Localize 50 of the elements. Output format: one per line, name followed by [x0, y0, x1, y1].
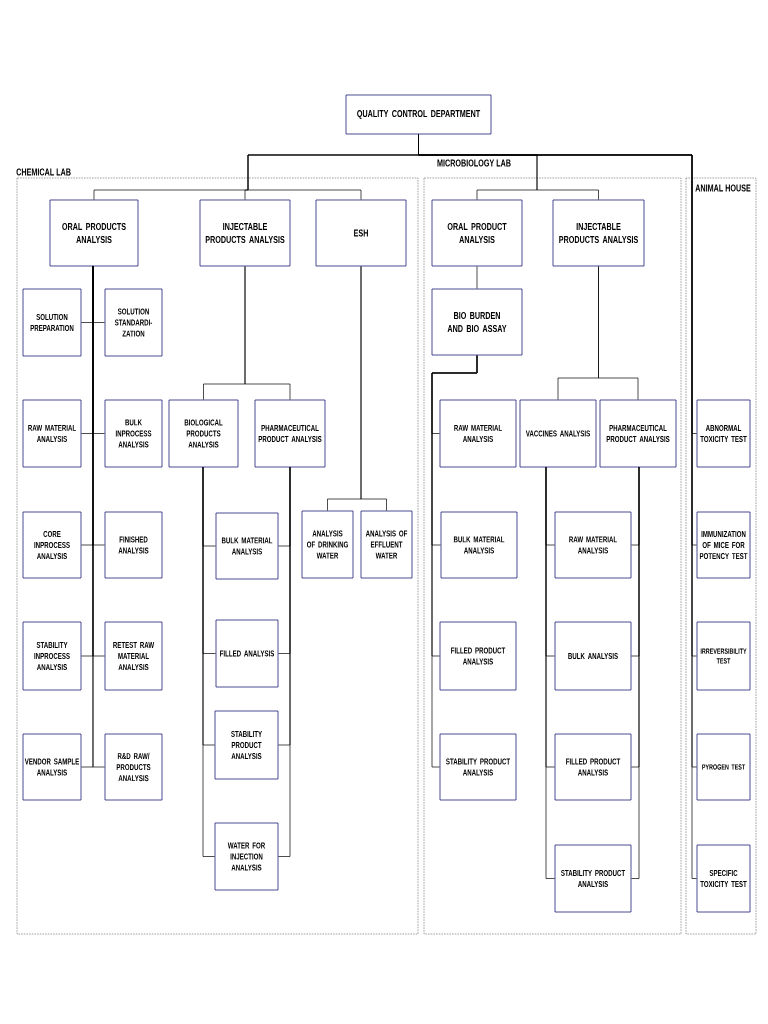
unit-box: WATER FOR INJECTION ANALYSIS	[214, 822, 279, 891]
unit-box: PHARMACEUTICAL PRODUCT ANALYSIS	[599, 399, 677, 468]
connector-line	[278, 466, 291, 857]
unit-box: ESH	[315, 199, 407, 267]
unit-box: BULK MATERIAL ANALYSIS	[215, 512, 279, 580]
connector-line	[545, 466, 555, 879]
unit-box: SPECIFIC TOXICITY TEST	[696, 844, 751, 913]
unit-box: RETEST RAW MATERIAL ANALYSIS	[104, 621, 163, 691]
unit-box: STABILITY PRODUCT ANALYSIS	[214, 710, 279, 780]
connector-line	[360, 266, 387, 511]
unit-box: SOLUTION PREPARATION	[22, 288, 82, 357]
connector-line	[244, 266, 291, 400]
unit-box: ORAL PRODUCTS ANALYSIS	[49, 199, 139, 267]
node-label: MICROBIOLOGY LAB	[437, 159, 511, 167]
unit-box: IMMUNIZATION OF MICE FOR POTENCY TEST	[696, 511, 751, 579]
unit-box: BULK INPROCESS ANALYSIS	[104, 399, 163, 468]
unit-box: INJECTABLE PRODUCTS ANALYSIS	[552, 199, 645, 267]
unit-box: FINISHED ANALYSIS	[104, 511, 163, 579]
unit-box: FILLED PRODUCT ANALYSIS	[554, 733, 632, 801]
unit-box: ANALYSIS OF EFFLUENT WATER	[360, 510, 413, 579]
unit-box: BULK MATERIAL ANALYSIS	[440, 511, 518, 579]
unit-box: RAW MATERIAL ANALYSIS	[22, 399, 82, 468]
connector-line	[476, 266, 478, 289]
unit-box: STABILITY PRODUCT ANALYSIS	[554, 844, 632, 913]
unit-box: BULK ANALYSIS	[554, 621, 632, 691]
unit-box: VENDOR SAMPLE ANALYSIS	[22, 733, 82, 801]
unit-box: ABNORMAL TOXICITY TEST	[696, 399, 751, 468]
unit-box: STABILITY INPROCESS ANALYSIS	[22, 621, 82, 691]
unit-box: FILLED ANALYSIS	[215, 619, 279, 688]
node-label: CHEMICAL LAB	[16, 168, 71, 176]
unit-box: ORAL PRODUCT ANALYSIS	[431, 199, 523, 267]
connector-line	[431, 355, 478, 768]
unit-box: BIO BURDEN AND BIO ASSAY	[431, 288, 523, 356]
unit-box: RAW MATERIAL ANALYSIS	[439, 399, 517, 468]
unit-box: CORE INPROCESS ANALYSIS	[22, 511, 82, 579]
unit-box: ANALYSIS OF DRINKING WATER	[301, 510, 354, 579]
unit-box: VACCINES ANALYSIS	[519, 399, 597, 468]
unit-box: R&D RAW/ PRODUCTS ANALYSIS	[104, 733, 163, 801]
connector-line	[202, 466, 215, 857]
connector-line	[598, 266, 639, 400]
unit-box: RAW MATERIAL ANALYSIS	[554, 511, 632, 579]
unit-box: QUALITY CONTROL DEPARTMENT	[345, 94, 492, 135]
unit-box: BIOLOGICAL PRODUCTS ANALYSIS	[168, 399, 239, 468]
unit-box: STABILITY PRODUCT ANALYSIS	[439, 733, 517, 801]
unit-box: PHARMACEUTICAL PRODUCT ANALYSIS	[254, 399, 326, 468]
unit-box: FILLED PRODUCT ANALYSIS	[439, 621, 517, 691]
connector-line	[631, 466, 640, 879]
connector-line	[92, 265, 105, 768]
unit-box: SOLUTION STANDARDI-ZATION	[104, 288, 163, 357]
unit-box: INJECTABLE PRODUCTS ANALYSIS	[199, 199, 291, 267]
